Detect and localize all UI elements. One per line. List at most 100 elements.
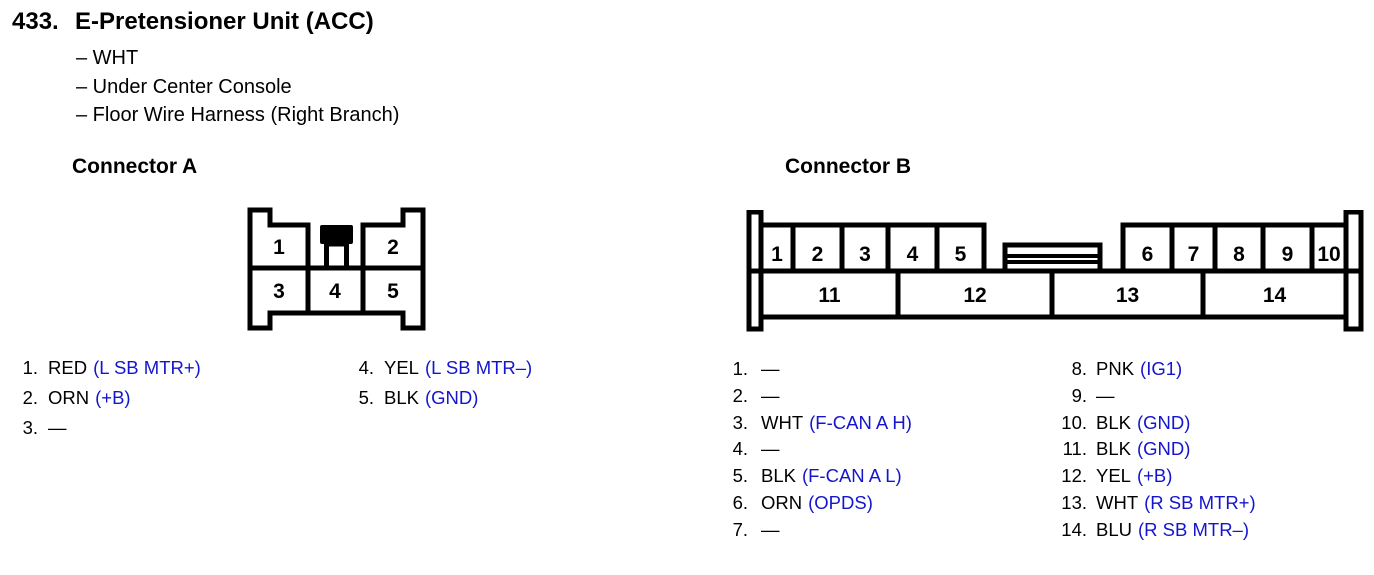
pin-row: 4. — [720,436,912,463]
pin-row: 6. ORN(OPDS) [720,490,912,517]
signal-name: (F-CAN A L) [801,465,902,487]
detail-line: – Under Center Console [76,75,292,98]
section-number: 433. [12,8,59,35]
signal-name: (+B) [1136,465,1173,487]
wire-color: — [761,518,780,540]
connector-a-pin-list-col1: 1. RED(L SB MTR+) 2. ORN(+B) 3. — [16,353,201,443]
pin-number: 1. [732,358,748,379]
connector-a-latch-body [324,241,349,271]
wire-color: WHT [761,411,804,433]
pin-number: 2. [732,384,748,406]
wire-color: — [761,438,780,460]
wire-color: BLK [761,465,796,487]
pin-number: 2. [22,387,38,408]
pin-number: 5. [732,465,748,487]
pin-row: 2. ORN(+B) [16,383,201,413]
pin-row: 3. — [16,413,201,443]
cavity-label: 6 [1142,243,1154,266]
pin-row: 4. YEL(L SB MTR–) [352,353,533,383]
wire-color: ORN [48,387,90,408]
wire-color: WHT [1096,491,1139,513]
cavity-label: 1 [771,243,783,266]
cavity-label: 2 [812,243,824,266]
cavity-label: 14 [1263,284,1287,307]
pin-row: 14.BLU(R SB MTR–) [1050,517,1256,544]
pin-row: 1. — [720,356,912,383]
pin-row: 1. RED(L SB MTR+) [16,353,201,383]
cavity-label: 13 [1116,284,1139,307]
wire-color: BLK [384,387,419,408]
pin-row: 9.— [1050,383,1256,410]
cavity-label: 5 [955,243,967,266]
signal-name: (+B) [95,387,131,408]
wire-color: BLK [1096,411,1131,433]
cavity-label: 4 [907,243,919,266]
wire-color: — [48,417,67,438]
cavity-label: 11 [818,284,841,307]
pin-row: 5. BLK(GND) [352,383,532,413]
signal-name: (IG1) [1140,358,1183,379]
cavity-label: 5 [387,280,399,303]
connector-b-pin-list-col1: 1. — 2. — 3. WHT(F-CAN A H) 4. — 5. BLK(F-CAN… [720,356,912,544]
pin-row: 8. PNK(IG1) [1050,356,1256,383]
cavity-label: 7 [1188,243,1200,266]
pin-row: 12. YEL(+B) [1050,463,1256,490]
pin-number: 4. [732,438,748,460]
connector-a-diagram: 1 2 3 4 5 [247,207,426,331]
connector-b-heading: Connector B [785,155,911,178]
wire-color: PNK [1096,358,1135,379]
pin-row: 3. WHT(F-CAN A H) [720,410,912,437]
wire-color: — [761,358,780,379]
pin-number: 5. [358,387,374,408]
signal-name: (R SB MTR+) [1144,491,1256,513]
signal-name: (GND) [1136,411,1191,433]
connector-details: – WHT – Under Center Console – Floor Wir… [76,44,399,130]
connector-a-outline [247,207,426,331]
pin-row: 13. WHT(R SB MTR+) [1050,490,1256,517]
pin-number: 13. [1061,491,1087,513]
connector-a-heading: Connector A [72,155,198,178]
cavity-label: 4 [329,280,341,303]
connector-a-latch-cap [320,225,353,244]
pin-number: 10. [1061,411,1087,433]
signal-name: (GND) [424,387,479,408]
pin-number: 12. [1061,465,1087,487]
pin-number: 14. [1061,518,1087,540]
page-title: E-Pretensioner Unit (ACC) [75,8,374,35]
wire-color: — [761,384,780,406]
signal-name: (L SB MTR–) [424,357,533,378]
pin-row: 2. — [720,383,912,410]
connector-a-pin-list-col2: 4. YEL(L SB MTR–) 5. BLK(GND) [352,353,533,413]
pin-row: 10. BLK(GND) [1050,410,1256,437]
cavity-label: 3 [273,280,285,303]
pin-number: 8. [1071,358,1087,379]
wire-color: ORN [761,491,803,513]
pin-number: 3. [22,417,38,438]
pin-row: 5. BLK(F-CAN A L) [720,463,912,490]
detail-line: – Floor Wire Harness (Right Branch) [76,104,400,126]
wire-color: — [1096,384,1115,406]
detail-line: – WHT [76,47,139,69]
cavity-label: 2 [387,236,399,259]
wire-color: YEL [1096,465,1131,487]
signal-name: (GND) [1136,438,1191,460]
connector-b-pin-list-col2: 8. PNK(IG1) 9.— 10. BLK(GND) 11. BLK(GND) 1… [1050,356,1256,544]
wire-color: BLU [1096,518,1132,540]
pin-number: 4. [358,357,374,378]
pin-number: 11. [1062,438,1087,460]
signal-name: (L SB MTR+) [93,357,201,378]
pin-number: 3. [732,411,748,433]
signal-name: (F-CAN A H) [809,411,912,433]
signal-name: (OPDS) [808,491,873,513]
pin-number: 7. [732,518,748,540]
pin-number: 6. [732,491,748,513]
connector-b-diagram: 1 2 3 4 5 6 7 8 9 10 11 12 13 14 [746,210,1364,332]
wire-color: YEL [384,357,419,378]
cavity-label: 8 [1233,243,1245,266]
wire-color: BLK [1096,438,1131,460]
connector-b-outline [746,210,1364,332]
wire-color: RED [48,357,88,378]
pin-row: 11. BLK(GND) [1050,436,1256,463]
pin-number: 1. [22,357,38,378]
